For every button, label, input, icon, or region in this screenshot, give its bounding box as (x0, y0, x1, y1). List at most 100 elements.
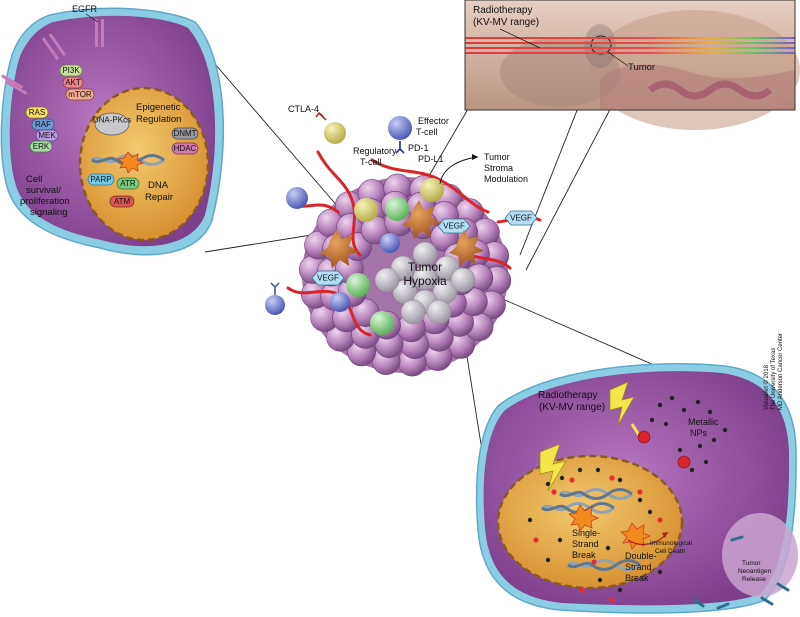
vegf-marker-2: VEGF (504, 210, 538, 226)
reactive-dot (609, 475, 615, 481)
dna-pkcs-pill: DNA-PKcs (93, 112, 131, 136)
signaling-label-3: proliferation (20, 196, 70, 207)
nanoparticle-dot (637, 497, 643, 503)
green-cell-3 (370, 311, 394, 335)
svg-text:HDAC: HDAC (174, 144, 197, 153)
nanoparticle-dot (527, 517, 533, 523)
double-strand-label-1: Double- (625, 551, 657, 561)
nanoparticle-dot (617, 587, 623, 593)
vegf-marker-1: VEGF (437, 218, 471, 234)
dendritic-cell-1 (402, 200, 441, 239)
panel-radiotherapy-label-2: (KV-MV range) (473, 17, 539, 28)
effector-label-1: Effector (418, 116, 449, 126)
lightning-bolt-nucleus (539, 443, 567, 492)
nanoparticle-dot (649, 417, 655, 423)
erk-pill: ERK (29, 140, 53, 153)
single-strand-label-3: Break (572, 550, 596, 560)
stroma-label-3: Modulation (484, 174, 528, 184)
nanoparticle-dot (559, 475, 565, 481)
lightning-bolt-cell (609, 381, 635, 426)
panel-radiotherapy-label-1: Radiotherapy (473, 5, 532, 16)
egfr-receptor (1, 19, 104, 95)
atm-pill: ATM (109, 195, 135, 208)
svg-text:ATR: ATR (120, 179, 136, 188)
svg-text:MEK: MEK (38, 131, 56, 140)
tumor-hypoxia-label-1: Tumor (408, 260, 442, 274)
nanoparticle-dot (557, 537, 563, 543)
t-cell-lower (330, 292, 350, 312)
nanoparticle-dot (605, 545, 611, 551)
dna-repair-label-1: DNA (148, 180, 169, 191)
vegf-marker-3: VEGF (311, 270, 345, 286)
svg-text:ERK: ERK (33, 142, 50, 151)
nanoparticle-dot (689, 467, 695, 473)
svg-text:RAF: RAF (35, 120, 51, 129)
left-dna-damage-burst (117, 151, 144, 174)
immune-regulators: CTLA-4 Regulatory T-cell Effector T-cell… (288, 104, 528, 185)
parp-pill: PARP (87, 173, 115, 186)
epigenetic-label-1: Epigenetic (136, 102, 181, 113)
reactive-dot (637, 489, 643, 495)
single-strand-burst (568, 504, 599, 532)
hdac-pill: HDAC (171, 142, 199, 155)
mtor-pill: mTOR (65, 88, 95, 101)
regulatory-t-cell (324, 122, 346, 144)
stroma-label-1: Tumor (484, 152, 510, 162)
atr-pill: ATR (116, 177, 140, 190)
svg-text:ATM: ATM (114, 197, 131, 206)
stroma-label-2: Stroma (484, 163, 513, 173)
nps-label-1: Metallic (688, 417, 719, 427)
t-cell-mid (380, 233, 400, 253)
signaling-label-2: survival/ (26, 185, 61, 196)
signaling-label-1: Cell (26, 174, 42, 185)
effector-t-cell (388, 116, 412, 140)
regulatory-label-1: Regulatory (353, 146, 397, 156)
reactive-dot (569, 477, 575, 483)
mek-pill: MEK (35, 129, 59, 142)
red-particle-1 (637, 430, 651, 444)
reactive-dot (609, 597, 615, 603)
dnmt-pill: DNMT (171, 127, 199, 140)
single-strand-label-2: Strand (572, 539, 599, 549)
dendritic-cell-2 (320, 229, 359, 268)
svg-text:mTOR: mTOR (68, 90, 92, 99)
reactive-dot (551, 489, 557, 495)
neoantigen-label-2: Neoantigen (738, 568, 772, 575)
metallic-nanoparticles (527, 395, 728, 593)
nanoparticle-dot (545, 481, 551, 487)
svg-text:PI3K: PI3K (62, 66, 80, 75)
reactive-dot (579, 587, 585, 593)
neoantigen-label-1: Tumor (742, 560, 761, 567)
green-cell-1 (385, 197, 409, 221)
nanoparticle-dot (722, 427, 728, 433)
radiotherapy-body-panel: Radiotherapy (KV-MV range) Tumor (464, 0, 800, 130)
left-tumor-cell: EGFR PI3K AKT mTOR RAS RAF MEK ERK (0, 4, 225, 256)
pdl1-label: PD-L1 (418, 154, 444, 164)
double-strand-burst (620, 522, 651, 550)
red-particle-2 (677, 455, 691, 469)
immuno-death-label-2: Cell Death (655, 548, 686, 555)
hypoxic-cell (426, 299, 452, 325)
svg-text:VisualArt © 2018: VisualArt © 2018 (763, 364, 770, 410)
dendritic-cell-3 (449, 230, 484, 266)
t-cell-far-left (265, 282, 285, 315)
dna-repair-label-2: Repair (145, 192, 173, 203)
svg-text:The University of Texas: The University of Texas (771, 348, 777, 410)
regulatory-label-2: T-cell (360, 157, 382, 167)
nanoparticle-dot (595, 467, 601, 473)
pi3k-pill: PI3K (59, 64, 83, 77)
effector-label-2: T-cell (416, 127, 438, 137)
nanoparticle-dot (617, 477, 623, 483)
radiation-beam (465, 37, 795, 54)
nanoparticle-dot (703, 459, 709, 465)
reactive-species (533, 475, 663, 603)
yellow-cell-2 (420, 178, 444, 202)
right-tumor-cell: Radiotherapy (KV-MV range) Metallic NPs … (475, 363, 798, 614)
copyright-credit: VisualArt © 2018 The University of Texas… (763, 333, 784, 410)
nanoparticle-dot (707, 409, 713, 415)
nanoparticle-dot (663, 421, 669, 427)
epigenetic-label-2: Regulation (136, 114, 181, 125)
nanoparticle-dot (669, 395, 675, 401)
tumor-mass: VEGF VEGF VEGF Tumor Hypoxia (265, 150, 542, 377)
svg-text:VEGF: VEGF (443, 222, 465, 231)
